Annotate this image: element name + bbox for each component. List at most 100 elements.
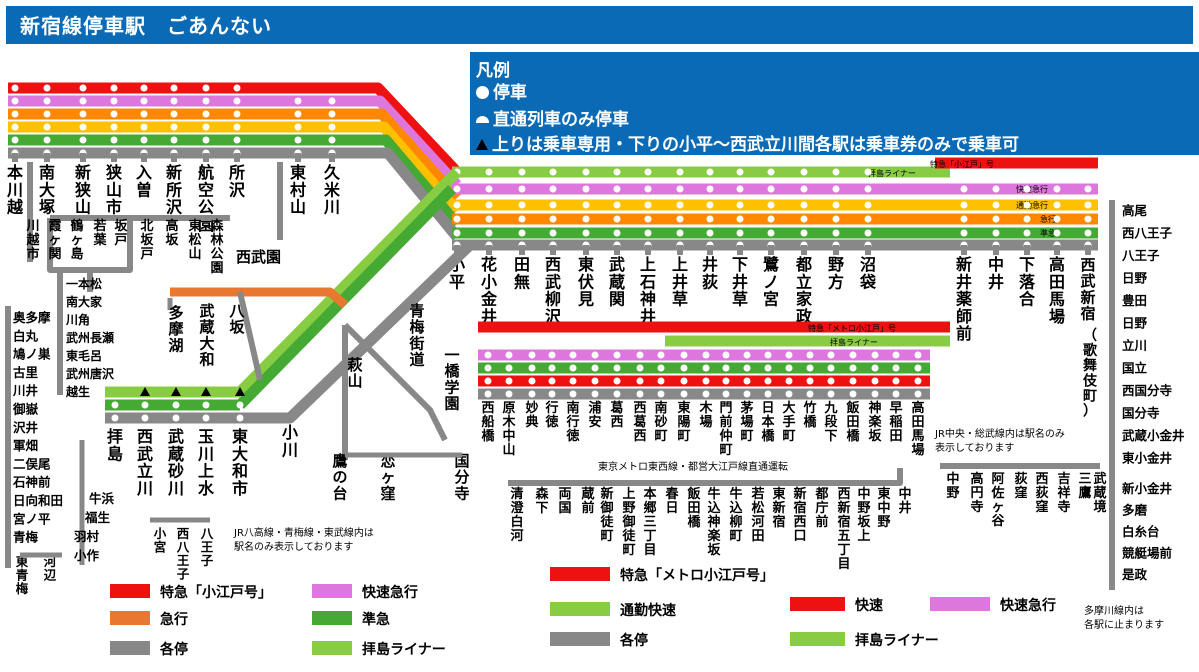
station-石神前: 石神前 — [12, 475, 51, 490]
station-東毛呂: 東毛呂 — [66, 348, 102, 363]
stop-dot — [680, 351, 688, 359]
oedo-line — [508, 468, 903, 486]
station-牛浜: 牛浜 — [89, 491, 115, 506]
station-福生: 福生 — [84, 510, 111, 525]
stop-dot-east — [1053, 201, 1061, 209]
station-東伏見: 東伏見 — [577, 255, 594, 309]
station-八王子: 八王子 — [200, 526, 214, 568]
stop-dot — [764, 364, 772, 372]
stop-dot — [849, 364, 857, 372]
legend-semi-express-swatch — [312, 611, 352, 625]
line-label-express-2: 急行 — [1040, 214, 1056, 224]
station-九段下: 九段下 — [823, 401, 837, 444]
station-荻窪: 荻窪 — [1014, 471, 1028, 501]
legend-rapid-express-swatch — [312, 584, 352, 598]
stop-dot-east — [613, 168, 621, 176]
station-上野御徒町: 上野御徒町 — [621, 487, 636, 558]
legend-commuter-rapid-swatch — [550, 602, 610, 616]
stop-dot — [202, 401, 210, 409]
station-白糸台: 白糸台 — [1122, 524, 1160, 539]
stop-dot — [657, 390, 665, 398]
legend-local-2-label: 各停 — [619, 632, 648, 649]
stop-dot — [827, 390, 835, 398]
stop-dot-east — [992, 201, 1000, 209]
stop-dot — [827, 364, 835, 372]
stop-dot — [236, 401, 244, 409]
stop-dot-upper — [170, 110, 178, 118]
stop-dot-upper — [328, 97, 336, 105]
stop-dot — [613, 390, 621, 398]
stop-dot-east — [706, 229, 714, 237]
stop-dot — [591, 377, 599, 385]
stop-dot — [849, 377, 857, 385]
station-拝島: 拝島 — [107, 427, 123, 463]
station-森下: 森下 — [535, 486, 549, 516]
stop-dot — [111, 401, 119, 409]
station-南大塚: 南大塚 — [39, 163, 55, 217]
stop-dot-east — [518, 185, 526, 193]
line-label-express: 特急「小江戸」号 — [930, 159, 994, 169]
legend-box: 凡例 停車 直通列車のみ停車 上りは乗車専用・下りの小平～西武立川間各駅は乗車券… — [470, 52, 1199, 155]
station-小作: 小作 — [73, 548, 100, 563]
stop-dot-upper — [140, 136, 148, 144]
stop-dot-upper — [11, 123, 19, 131]
stop-dot-east — [453, 201, 461, 209]
station-新井薬師前: 新井薬師前 — [955, 255, 973, 343]
legend-haijima-liner-2-label: 拝島ライナー — [855, 632, 939, 649]
station-立川-6: 立川 — [1122, 338, 1147, 353]
station-鳩ノ巣: 鳩ノ巣 — [13, 347, 51, 362]
station-行徳: 行徳 — [544, 400, 558, 430]
station-新小金井: 新小金井 — [1122, 481, 1173, 496]
line-label-rapid-express: 快速急行 — [1016, 184, 1048, 194]
station-西八王子: 西八王子 — [176, 526, 190, 582]
stop-dot-upper — [79, 123, 87, 131]
stop-dot-east — [960, 229, 968, 237]
legend-item-stop: 停車 — [476, 78, 527, 103]
station-河辺: 河辺 — [44, 554, 57, 583]
stop-dot — [743, 377, 751, 385]
stop-dot-east — [453, 215, 461, 223]
station-西武柳沢: 西武柳沢 — [545, 255, 562, 326]
stop-dot-upper — [43, 110, 51, 118]
stop-dot-upper — [11, 110, 19, 118]
circle-icon — [476, 86, 489, 99]
station-川井: 川井 — [12, 383, 39, 398]
station-新所沢: 新所沢 — [166, 163, 183, 217]
stop-dot — [202, 414, 210, 422]
stop-dot — [484, 377, 492, 385]
legend-metro-express-swatch — [550, 567, 610, 581]
stop-dot-east — [485, 185, 493, 193]
station-一橋学園: 一橋学園 — [444, 346, 460, 413]
station-西武園: 西武園 — [236, 248, 281, 266]
stop-dot — [722, 351, 730, 359]
station-西葛西: 西葛西 — [632, 401, 646, 444]
station-田無: 田無 — [514, 255, 530, 291]
stop-dot-east — [1023, 201, 1031, 209]
stop-dot-east — [706, 168, 714, 176]
stop-dot — [849, 351, 857, 359]
stop-dot-east — [992, 185, 1000, 193]
legend-haijima-liner-label: 拝島ライナー — [362, 641, 446, 658]
stop-dot-upper — [43, 136, 51, 144]
stop-dot-east — [864, 168, 872, 176]
note-tama-1: 多摩川線内は — [1084, 604, 1144, 617]
stop-dot-upper — [43, 123, 51, 131]
stop-dot — [892, 364, 900, 372]
legend-label-through: 直通列車のみ停車 — [493, 110, 629, 130]
stop-dot-upper — [202, 123, 210, 131]
stop-dot — [806, 351, 814, 359]
stop-dot-upper — [140, 123, 148, 131]
stop-dot-east — [706, 201, 714, 209]
stop-dot-east — [582, 201, 590, 209]
station-川越市: 川越市 — [25, 219, 40, 262]
stop-dot-east — [864, 215, 872, 223]
stop-dot — [636, 364, 644, 372]
station-下井草: 下井草 — [732, 255, 748, 309]
stop-dot-east — [1053, 215, 1061, 223]
triangle-icon — [235, 387, 245, 396]
stop-dot-upper — [140, 84, 148, 92]
station-原木中山: 原木中山 — [501, 401, 516, 458]
stop-dot — [484, 351, 492, 359]
stop-dot — [613, 351, 621, 359]
